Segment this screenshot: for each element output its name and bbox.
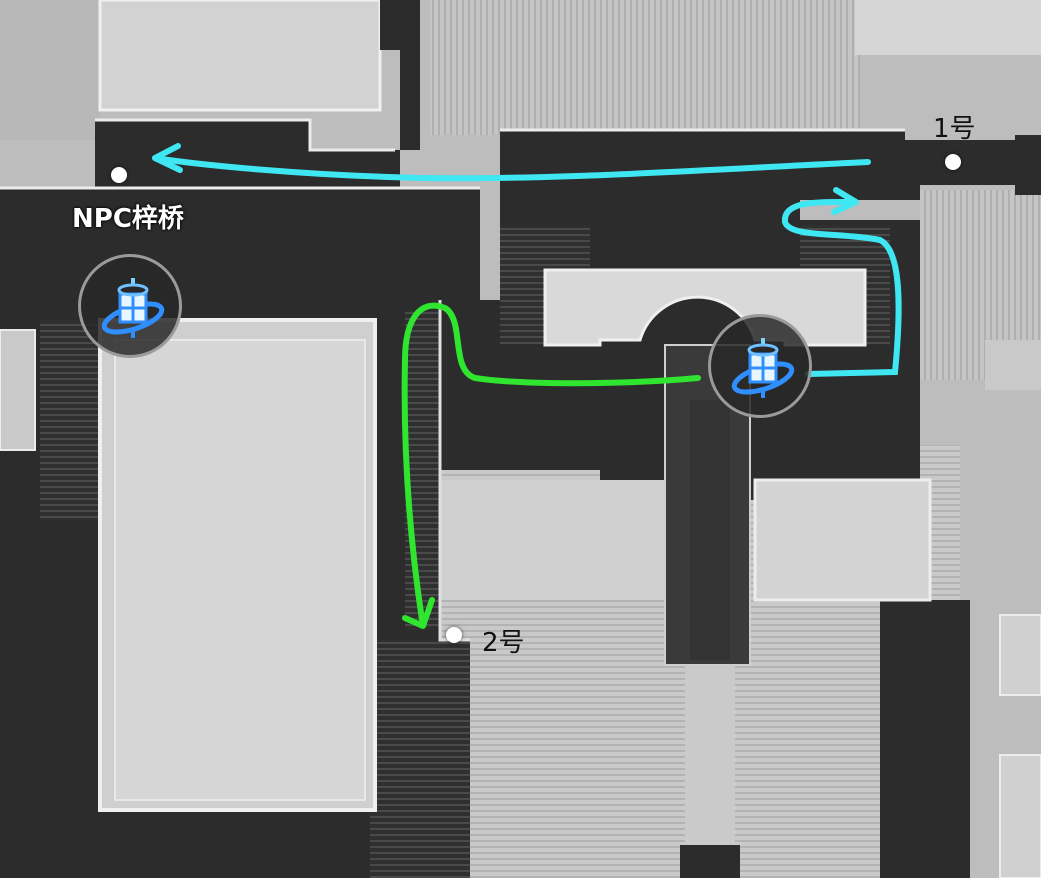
teleport-waypoint-icon bbox=[101, 278, 165, 338]
cyan-route-line bbox=[152, 155, 871, 182]
teleport-waypoint-icon bbox=[731, 338, 795, 398]
npc-poi-dot[interactable] bbox=[111, 167, 127, 183]
npc-label: NPC梓桥 bbox=[72, 204, 184, 234]
teleport-waypoint-center[interactable] bbox=[708, 314, 812, 418]
teleport-waypoint-west[interactable] bbox=[78, 254, 182, 358]
point1-label: 1号 bbox=[933, 114, 976, 144]
point1-poi-dot[interactable] bbox=[945, 154, 961, 170]
point2-poi-dot[interactable] bbox=[446, 627, 462, 643]
green-route-line bbox=[401, 302, 701, 623]
point2-label: 2号 bbox=[482, 628, 525, 658]
